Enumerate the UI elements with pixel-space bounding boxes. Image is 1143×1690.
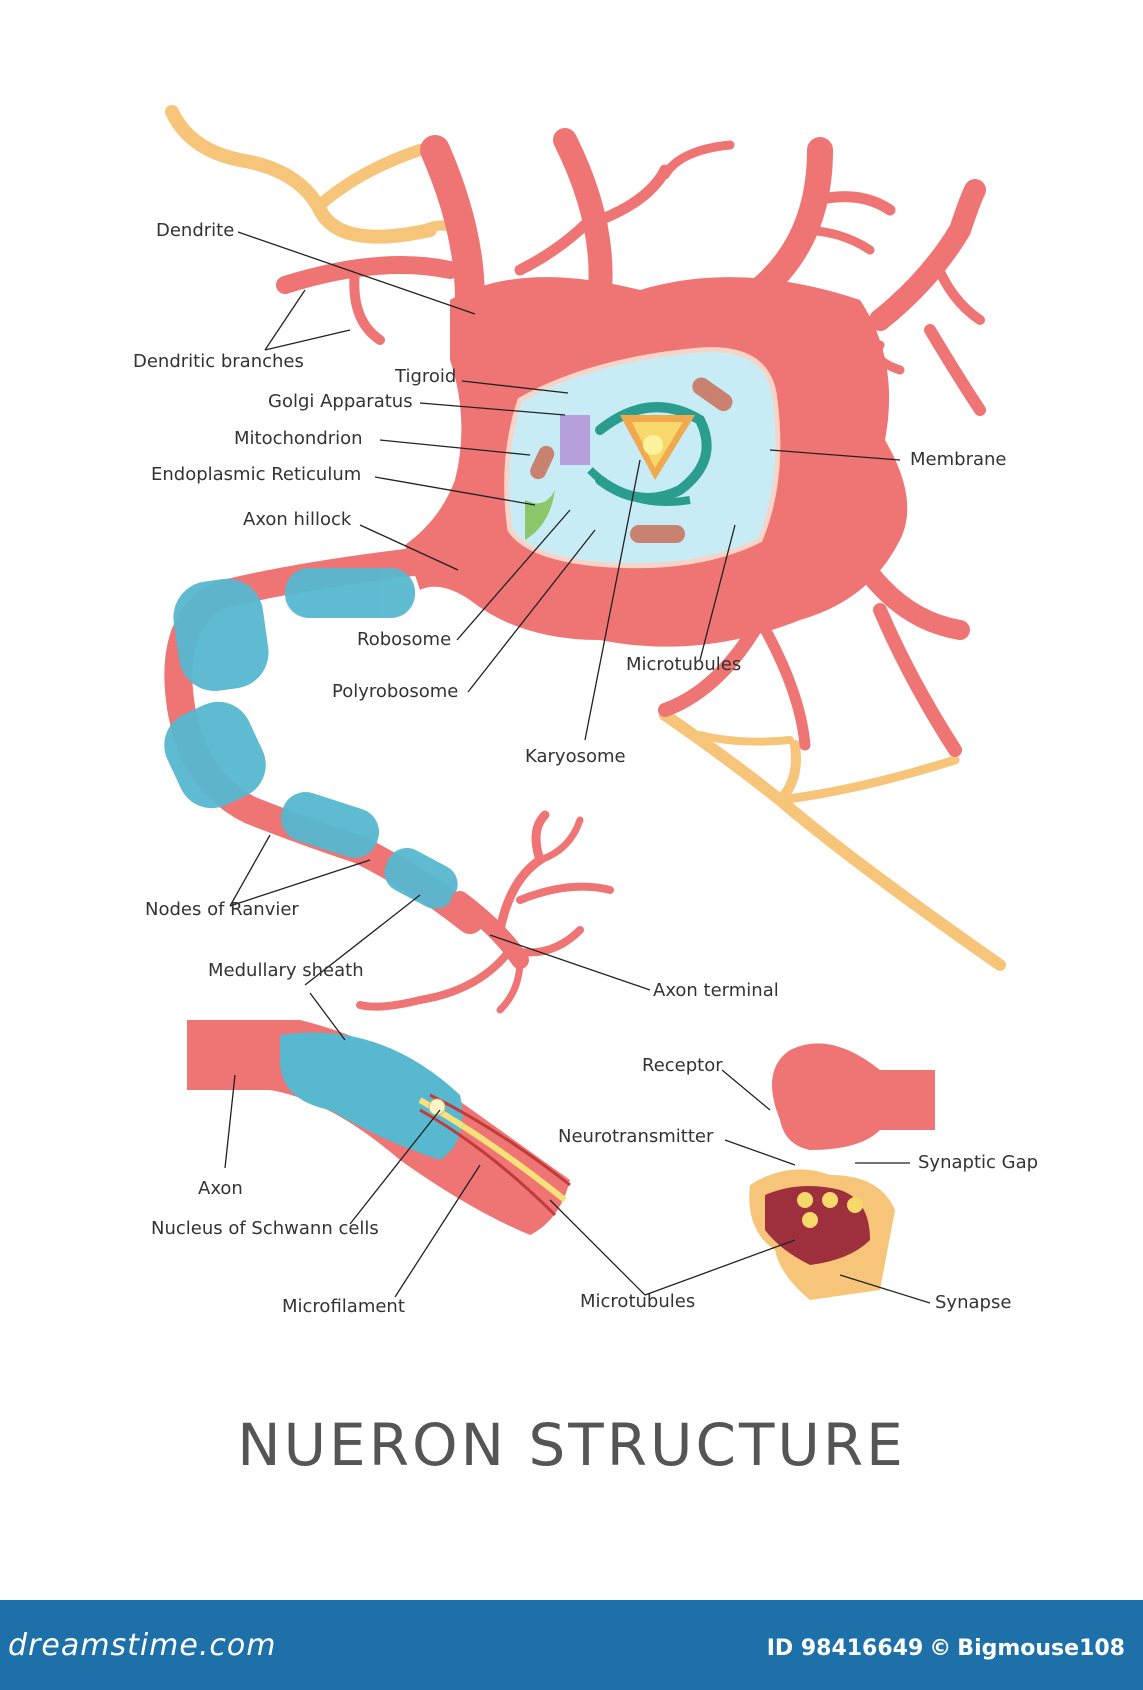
footer-bar: dreamstime.com ID 98416649©Bigmouse108	[0, 1600, 1143, 1690]
axon-terminal-branches	[356, 810, 614, 1014]
organelles	[525, 377, 733, 543]
label-nodes-of-ranvier: Nodes of Ranvier	[145, 899, 299, 920]
label-neurotransmitter: Neurotransmitter	[558, 1126, 714, 1147]
label-synaptic-gap: Synaptic Gap	[918, 1152, 1039, 1173]
label-medullary-sheath: Medullary sheath	[208, 960, 364, 981]
leader-lines	[224, 231, 931, 1304]
label-nucleus-of-schwann-cells: Nucleus of Schwann cells	[151, 1218, 379, 1239]
label-dendritic-branches: Dendritic branches	[133, 351, 304, 372]
image-credit: ID 98416649©Bigmouse108	[761, 1636, 1125, 1661]
label-axon-terminal: Axon terminal	[653, 980, 779, 1001]
brand-logo[interactable]: dreamstime.com	[8, 1628, 277, 1663]
dendrites	[276, 128, 986, 757]
label-robosome: Robosome	[357, 629, 452, 650]
axon-cross-section	[187, 1020, 571, 1235]
image-id: ID 98416649	[766, 1636, 924, 1661]
synapse-illustration	[749, 1043, 935, 1300]
label-microtubules-top: Microtubules	[626, 654, 742, 675]
label-polyrobosome: Polyrobosome	[332, 681, 459, 702]
label-receptor: Receptor	[642, 1055, 723, 1076]
label-axon-hillock: Axon hillock	[243, 509, 352, 530]
label-dendrite: Dendrite	[156, 220, 235, 241]
label-karyosome: Karyosome	[525, 746, 626, 767]
neuron-illustration	[164, 105, 1006, 1304]
author-name[interactable]: Bigmouse108	[957, 1636, 1125, 1661]
label-microtubules-bottom: Microtubules	[580, 1291, 696, 1312]
label-axon: Axon	[198, 1178, 243, 1199]
myelin-sheaths	[164, 568, 458, 909]
label-membrane: Membrane	[910, 449, 1007, 470]
label-mitochondrion: Mitochondrion	[234, 428, 363, 449]
diagram-title: NUERON STRUCTURE	[237, 1411, 906, 1479]
dendrite-extension-lower	[659, 709, 1006, 971]
label-golgi: Golgi Apparatus	[268, 391, 413, 412]
neuron-diagram: Dendrite Dendritic branches Tigroid Golg…	[133, 105, 1039, 1479]
label-synapse: Synapse	[935, 1292, 1012, 1313]
label-tigroid: Tigroid	[395, 366, 457, 387]
label-endoplasmic-reticulum: Endoplasmic Reticulum	[151, 464, 362, 485]
label-microfilament: Microfilament	[282, 1296, 405, 1317]
copyright-symbol: ©	[929, 1636, 952, 1661]
